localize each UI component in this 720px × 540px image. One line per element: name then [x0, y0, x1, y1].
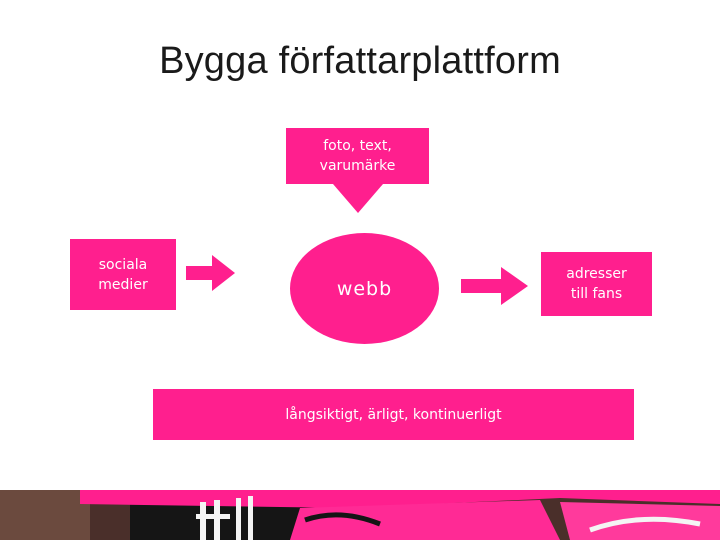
left-box-social-media: sociala medier: [70, 239, 176, 310]
bottom-box-long-term: långsiktigt, ärligt, kontinuerligt: [153, 389, 634, 440]
arrow-right-icon: [461, 267, 529, 305]
left-box-label: sociala medier: [98, 255, 147, 295]
right-box-addresses-to-fans: adresser till fans: [541, 252, 652, 316]
arrow-down-icon: [333, 184, 383, 214]
decorative-photo-strip: [0, 490, 720, 540]
top-box-label: foto, text, varumärke: [320, 136, 396, 176]
bottom-box-label: långsiktigt, ärligt, kontinuerligt: [285, 405, 501, 425]
arrow-right-icon: [186, 255, 236, 291]
top-box-photo-text-brand: foto, text, varumärke: [286, 128, 429, 184]
center-oval-web: webb: [290, 233, 439, 344]
center-oval-label: webb: [337, 278, 392, 300]
slide-title: Bygga författarplattform: [0, 40, 720, 83]
right-box-label: adresser till fans: [566, 264, 626, 304]
